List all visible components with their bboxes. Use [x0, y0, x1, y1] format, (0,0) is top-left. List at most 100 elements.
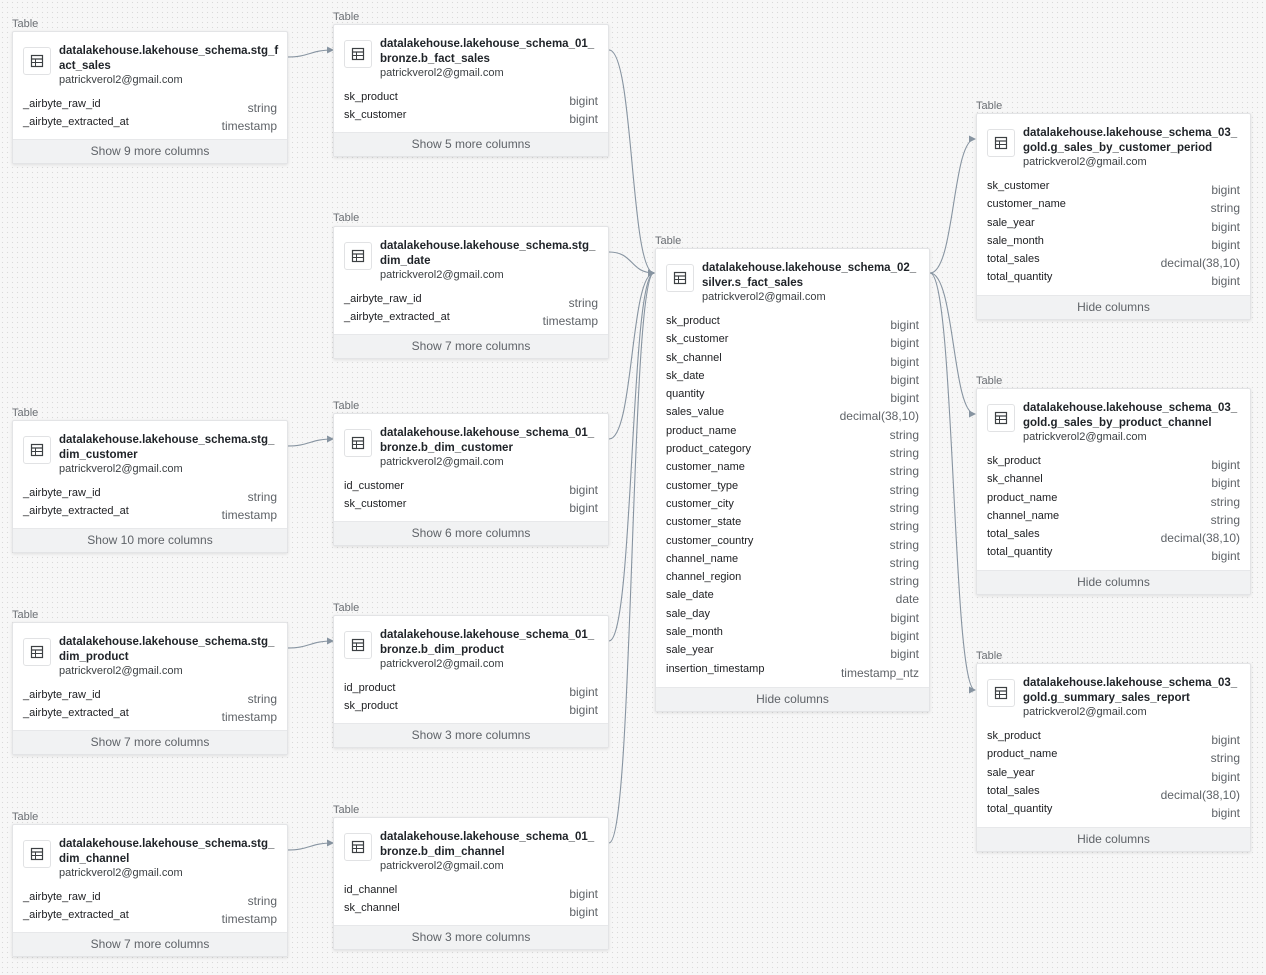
table-name[interactable]: datalakehouse.lakehouse_schema_03_gold.g…	[1023, 127, 1238, 154]
column-type: bigint	[1211, 806, 1240, 821]
column-name: _airbyte_raw_id	[344, 293, 422, 305]
column-name: customer_name	[987, 198, 1066, 211]
edge-s-fact-sales-to-g-sales-by-product-channel	[929, 272, 976, 418]
table-icon	[344, 429, 372, 457]
node-b-fact-sales[interactable]: datalakehouse.lakehouse_schema_01_bronze…	[333, 24, 609, 157]
column-name: channel_name	[987, 509, 1060, 522]
column-type: string	[889, 482, 919, 497]
node-b-dim-channel[interactable]: datalakehouse.lakehouse_schema_01_bronze…	[333, 817, 609, 950]
node-g-summary-sales-report[interactable]: datalakehouse.lakehouse_schema_03_gold.g…	[976, 663, 1251, 852]
table-name[interactable]: datalakehouse.lakehouse_schema_01_bronze…	[380, 629, 595, 656]
table-owner: patrickverol2@gmail.com	[380, 860, 504, 872]
node-s-fact-sales[interactable]: datalakehouse.lakehouse_schema_02_silver…	[655, 248, 930, 712]
show-more-columns-button[interactable]: Show 7 more columns	[334, 334, 608, 358]
table-name[interactable]: datalakehouse.lakehouse_schema_02_silver…	[702, 262, 917, 289]
table-owner: patrickverol2@gmail.com	[59, 74, 183, 86]
column-name: total_sales	[987, 253, 1040, 266]
hide-columns-button[interactable]: Hide columns	[977, 827, 1250, 851]
column-name: id_channel	[344, 884, 398, 896]
column-type: bigint	[1211, 458, 1240, 472]
column-type: timestamp_ntz	[840, 665, 919, 680]
table-name[interactable]: datalakehouse.lakehouse_schema.stg_fact_…	[59, 45, 279, 72]
table-icon	[344, 833, 372, 861]
column-type: bigint	[569, 703, 598, 718]
edge-b-dim-product-to-s-fact-sales	[608, 269, 655, 642]
column-name: total_quantity	[987, 546, 1053, 559]
hide-columns-button[interactable]: Hide columns	[977, 570, 1250, 594]
table-owner: patrickverol2@gmail.com	[1023, 431, 1147, 443]
node-b-dim-product[interactable]: datalakehouse.lakehouse_schema_01_bronze…	[333, 615, 609, 748]
edge-b-dim-customer-to-s-fact-sales	[608, 269, 655, 440]
show-more-columns-button[interactable]: Show 3 more columns	[334, 925, 608, 949]
node-stg-dim-date[interactable]: datalakehouse.lakehouse_schema.stg_dim_d…	[333, 226, 609, 359]
table-type-label: Table	[333, 804, 360, 816]
show-more-columns-button[interactable]: Show 9 more columns	[13, 139, 287, 163]
table-name[interactable]: datalakehouse.lakehouse_schema.stg_dim_p…	[59, 636, 275, 663]
column-type: decimal(38,10)	[1160, 256, 1240, 271]
column-name: sk_channel	[987, 473, 1043, 486]
column-type: string	[1210, 494, 1240, 509]
table-owner: patrickverol2@gmail.com	[1023, 706, 1147, 718]
table-owner: patrickverol2@gmail.com	[380, 269, 504, 281]
show-more-columns-button[interactable]: Show 5 more columns	[334, 132, 608, 156]
edge-s-fact-sales-to-g-summary-sales-report	[929, 272, 976, 694]
column-type: bigint	[569, 112, 598, 127]
table-type-label: Table	[12, 18, 39, 30]
show-more-columns-button[interactable]: Show 7 more columns	[13, 932, 287, 956]
table-name[interactable]: datalakehouse.lakehouse_schema.stg_dim_c…	[59, 838, 275, 865]
node-stg-dim-product[interactable]: datalakehouse.lakehouse_schema.stg_dim_p…	[12, 622, 288, 755]
column-type: string	[1210, 751, 1240, 766]
column-type: string	[568, 296, 598, 310]
table-name[interactable]: datalakehouse.lakehouse_schema.stg_dim_c…	[59, 434, 275, 461]
column-name: customer_type	[666, 479, 739, 492]
table-type-label: Table	[976, 100, 1003, 112]
table-name[interactable]: datalakehouse.lakehouse_schema.stg_dim_d…	[380, 240, 596, 267]
hide-columns-button[interactable]: Hide columns	[656, 687, 929, 711]
column-type: string	[889, 574, 919, 589]
column-type: bigint	[890, 391, 919, 406]
show-more-columns-button[interactable]: Show 3 more columns	[334, 723, 608, 747]
edge-stg-dim-customer-to-b-dim-customer	[286, 435, 334, 447]
show-more-columns-button[interactable]: Show 6 more columns	[334, 521, 608, 545]
column-type: string	[247, 490, 277, 504]
column-name: sk_product	[666, 315, 720, 327]
table-name[interactable]: datalakehouse.lakehouse_schema_03_gold.g…	[1023, 402, 1238, 429]
column-name: sk_customer	[344, 109, 407, 122]
column-type: bigint	[890, 318, 919, 332]
hide-columns-button[interactable]: Hide columns	[977, 295, 1250, 319]
column-name: _airbyte_raw_id	[23, 891, 101, 903]
column-name: sk_product	[344, 91, 398, 103]
table-name[interactable]: datalakehouse.lakehouse_schema_03_gold.g…	[1023, 677, 1238, 704]
table-type-label: Table	[333, 11, 360, 23]
node-g-sales-by-product-channel[interactable]: datalakehouse.lakehouse_schema_03_gold.g…	[976, 388, 1251, 595]
table-name[interactable]: datalakehouse.lakehouse_schema_01_bronze…	[380, 38, 595, 65]
node-stg-fact-sales[interactable]: datalakehouse.lakehouse_schema.stg_fact_…	[12, 31, 288, 164]
table-type-label: Table	[333, 212, 360, 224]
node-stg-dim-channel[interactable]: datalakehouse.lakehouse_schema.stg_dim_c…	[12, 824, 288, 957]
node-stg-dim-customer[interactable]: datalakehouse.lakehouse_schema.stg_dim_c…	[12, 420, 288, 553]
node-b-dim-customer[interactable]: datalakehouse.lakehouse_schema_01_bronze…	[333, 413, 609, 546]
table-icon	[987, 129, 1015, 157]
node-g-sales-by-customer-period[interactable]: datalakehouse.lakehouse_schema_03_gold.g…	[976, 113, 1251, 320]
table-owner: patrickverol2@gmail.com	[1023, 156, 1147, 168]
table-name[interactable]: datalakehouse.lakehouse_schema_01_bronze…	[380, 427, 595, 454]
table-name[interactable]: datalakehouse.lakehouse_schema_01_bronze…	[380, 831, 595, 858]
show-more-columns-button[interactable]: Show 7 more columns	[13, 730, 287, 754]
column-type: string	[889, 555, 919, 570]
show-more-columns-button[interactable]: Show 10 more columns	[13, 528, 287, 552]
column-type: bigint	[890, 610, 919, 625]
edge-s-fact-sales-to-g-sales-by-customer-period	[929, 135, 976, 274]
column-type: bigint	[1211, 183, 1240, 197]
edge-b-dim-channel-to-s-fact-sales	[608, 269, 655, 844]
